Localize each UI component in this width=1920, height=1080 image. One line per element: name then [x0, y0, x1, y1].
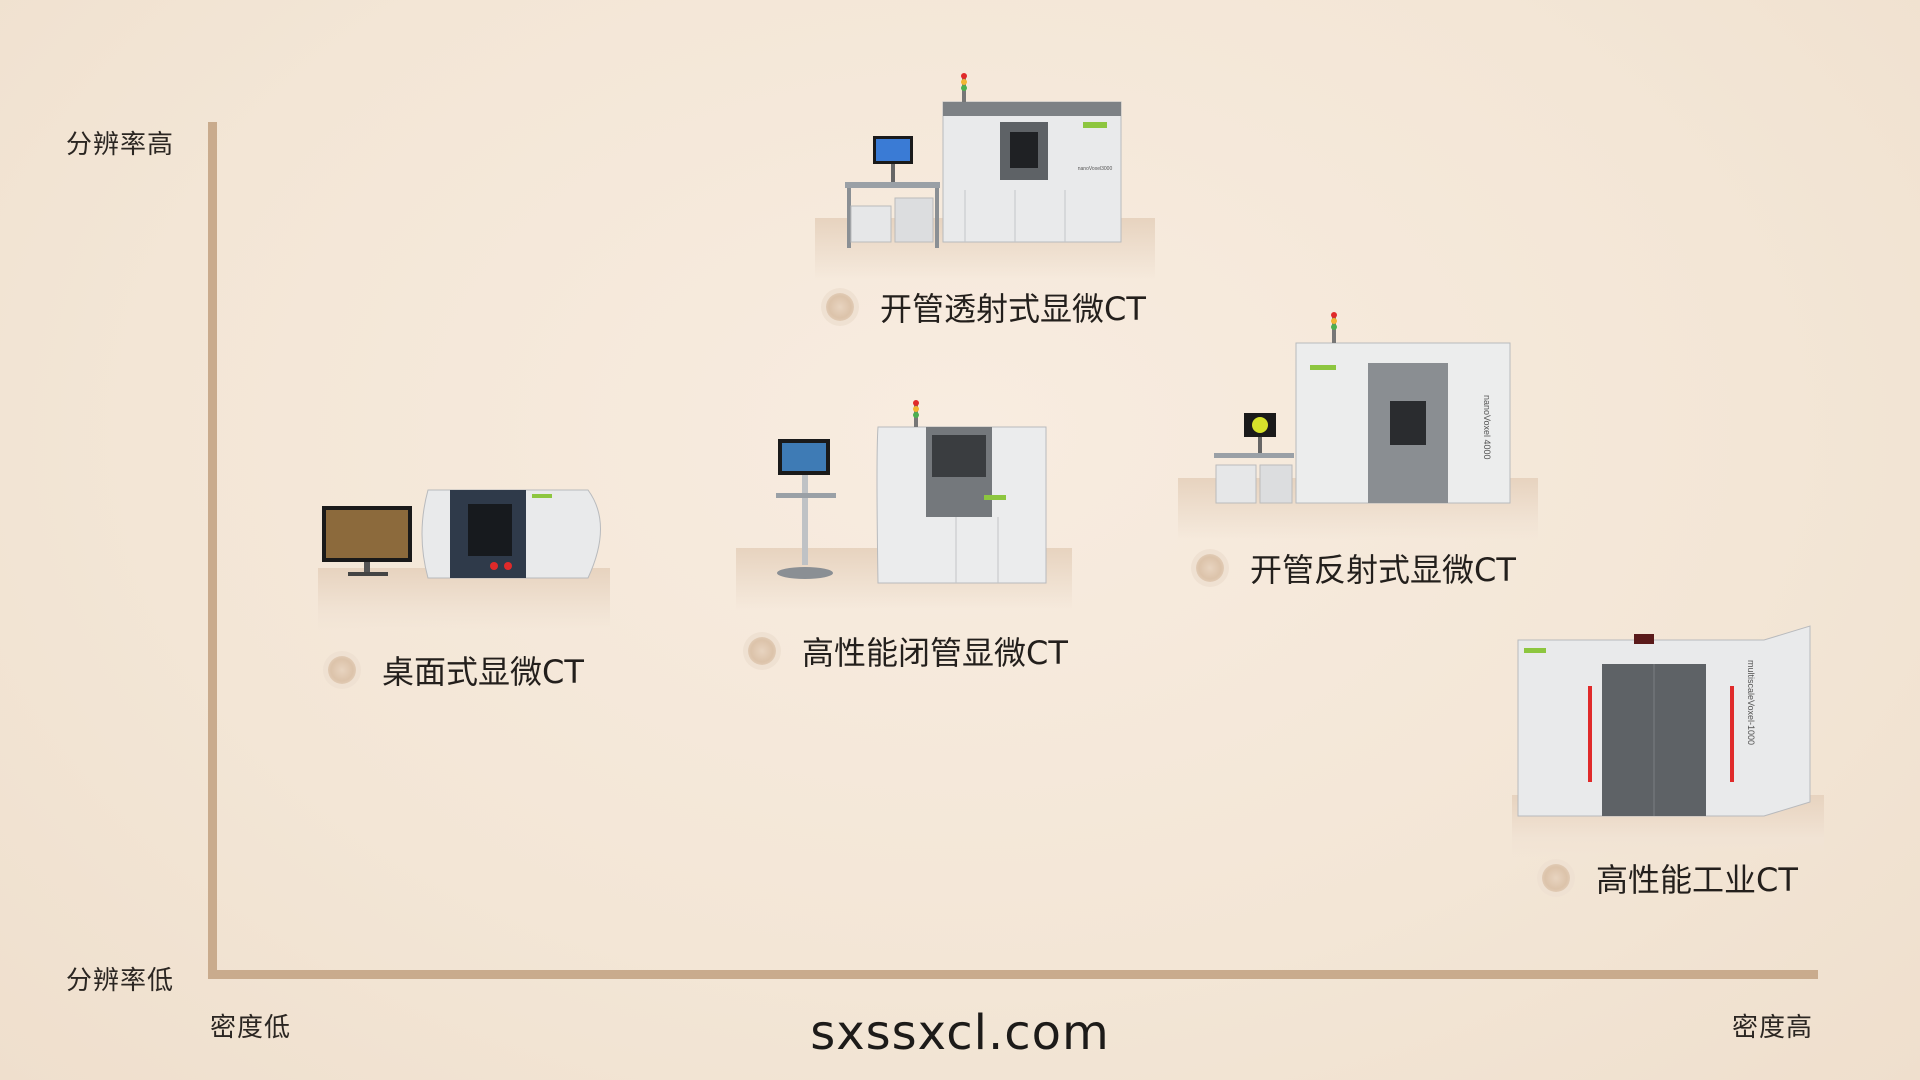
machine-illustration — [322, 489, 601, 579]
y-axis-high-label: 分辨率高 — [66, 130, 175, 160]
caption-desktop-ct: 桌面式显微CT — [328, 647, 584, 693]
product-open-transmission-ct: nanoVoxel3000 — [815, 70, 1155, 280]
x-axis-line — [208, 970, 1818, 979]
product-name: 高性能闭管显微CT — [802, 634, 1068, 672]
model-label: nanoVoxel3000 — [1078, 166, 1113, 172]
product-open-reflection-ct: nanoVoxel 4000 — [1178, 305, 1538, 540]
caption-open-transmission-ct: 开管透射式显微CT — [826, 284, 1146, 330]
product-name: 开管反射式显微CT — [1250, 551, 1516, 589]
x-axis-high-label: 密度高 — [1732, 1013, 1814, 1043]
bullet-dot — [1542, 864, 1570, 892]
y-axis-low-label: 分辨率低 — [66, 966, 175, 996]
product-name: 高性能工业CT — [1596, 861, 1798, 899]
y-axis-line — [208, 122, 217, 979]
machine-illustration: multiscaleVoxel-1000 — [1517, 625, 1811, 817]
product-name: 开管透射式显微CT — [880, 290, 1146, 328]
product-desktop-ct — [318, 470, 610, 630]
model-label: multiscaleVoxel-1000 — [1746, 660, 1756, 745]
x-axis-low-label: 密度低 — [210, 1013, 292, 1043]
caption-closed-tube-ct: 高性能闭管显微CT — [748, 628, 1068, 674]
model-label: nanoVoxel 4000 — [1482, 395, 1492, 460]
product-name: 桌面式显微CT — [382, 653, 584, 691]
machine-illustration: nanoVoxel 4000 — [1214, 312, 1511, 504]
product-closed-tube-ct — [736, 395, 1072, 610]
machine-illustration: nanoVoxel3000 — [845, 73, 1122, 248]
bullet-dot — [826, 293, 854, 321]
bullet-dot — [1196, 554, 1224, 582]
product-industrial-ct: multiscaleVoxel-1000 — [1512, 612, 1824, 857]
caption-open-reflection-ct: 开管反射式显微CT — [1196, 545, 1516, 591]
caption-industrial-ct: 高性能工业CT — [1542, 855, 1798, 901]
bullet-dot — [748, 637, 776, 665]
machine-illustration — [776, 400, 1047, 584]
website-url: sxssxcl.com — [810, 1005, 1110, 1061]
bullet-dot — [328, 656, 356, 684]
